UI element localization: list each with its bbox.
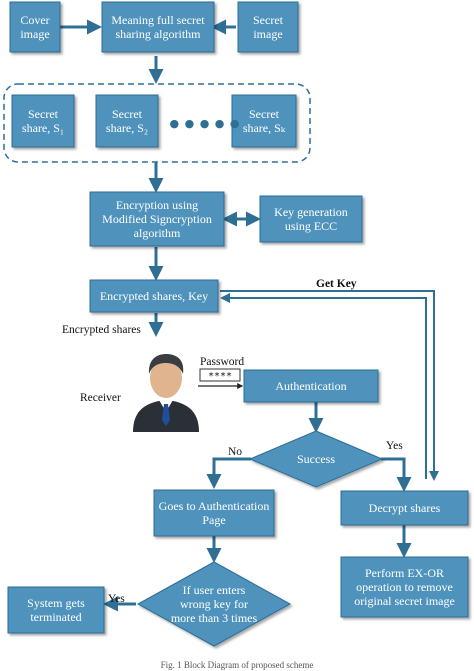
node-goto-auth-shape (153, 489, 275, 537)
get-key-label: Get Key (316, 278, 357, 290)
node-secret-image-shape (237, 1, 299, 53)
receiver-label: Receiver (80, 392, 121, 404)
node-success-shape (248, 430, 384, 488)
no-label: No (228, 446, 242, 458)
node-keygen-line: using ECC (285, 219, 337, 233)
node-decrypt: Decrypt shares (340, 490, 469, 526)
node-encryption-shape (89, 191, 225, 247)
node-success-line: Success (297, 452, 335, 466)
shares-ellipsis: ● ● ● ● ● (170, 117, 241, 130)
node-encrypted-key-line: Encrypted shares, Key (100, 289, 208, 303)
password-field[interactable] (199, 368, 241, 382)
node-cover-image-shape (9, 1, 61, 53)
node-sharek-shape (231, 94, 297, 148)
node-goto-auth-line: Page (202, 513, 225, 527)
node-encryption-line: Encryption using (116, 198, 198, 212)
node-wrong-key-line: more than 3 times (171, 611, 258, 625)
receiver-avatar-icon (133, 354, 199, 432)
connectors (60, 19, 439, 612)
password-label: Password (200, 356, 244, 368)
node-encryption-line: Modified Signcryption (102, 212, 212, 226)
yes-label-left: Yes (108, 593, 125, 605)
node-terminated-line: terminated (30, 610, 81, 624)
node-cover-image-line: Cover (20, 13, 49, 27)
arrow-success-no (206, 457, 251, 489)
node-keygen-line: Key generation (274, 205, 348, 219)
yes-label-right: Yes (386, 440, 403, 452)
node-exor-line: operation to remove (356, 580, 453, 594)
node-share2-shape (95, 94, 159, 148)
node-algorithm-shape (101, 1, 215, 53)
node-wrong-key-line: If user enters (183, 583, 246, 597)
node-authentication-shape (243, 369, 379, 403)
node-cover-image-line: image (20, 27, 49, 41)
arrow-get-key-outer (220, 290, 439, 481)
node-exor-shape (340, 556, 469, 618)
node-keygen-shape (259, 195, 363, 243)
node-share2-line: Secret (112, 107, 143, 121)
node-wrong-key-line: wrong key for (180, 597, 248, 611)
node-terminated-shape (7, 586, 105, 634)
node-decrypt-line: Decrypt shares (369, 501, 441, 515)
node-authentication-line: Authentication (275, 379, 346, 393)
node-secret-image-line: Secret (253, 13, 284, 27)
node-share1-line: share, S₁ (22, 121, 64, 135)
node-exor-line: original secret image (354, 594, 455, 608)
node-share1-line: Secret (28, 107, 59, 121)
node-secret-image-line: image (253, 27, 282, 41)
node-exor-line: Perform EX-OR (365, 566, 444, 580)
node-wrong-key-shape (136, 561, 292, 647)
arrow-get-key-inner (220, 293, 427, 479)
node-sharek-line: share, Sₖ (243, 121, 286, 135)
node-share2-line: share, S₂ (106, 121, 148, 135)
node-authentication: Authentication (243, 369, 379, 403)
node-encrypted-key: Encrypted shares, Key (89, 279, 219, 313)
node-sharek-line: Secret (249, 107, 280, 121)
encrypted-shares-label: Encrypted shares (62, 324, 141, 336)
node-encrypted-key-shape (89, 279, 219, 313)
node-decrypt-shape (340, 490, 469, 526)
node-share1-shape (11, 94, 75, 148)
figure-caption: Fig. 1 Block Diagram of proposed scheme (160, 660, 314, 670)
node-success: Success (248, 430, 384, 488)
node-encryption-line: algorithm (134, 226, 181, 240)
node-algorithm-line: Meaning full secret (111, 13, 205, 27)
node-terminated-line: System gets (27, 596, 85, 610)
node-goto-auth-line: Goes to Authentication (159, 499, 270, 513)
password-value: **** (208, 371, 232, 382)
arrow-success-yes (381, 457, 412, 492)
node-algorithm-line: sharing algorithm (116, 27, 202, 41)
